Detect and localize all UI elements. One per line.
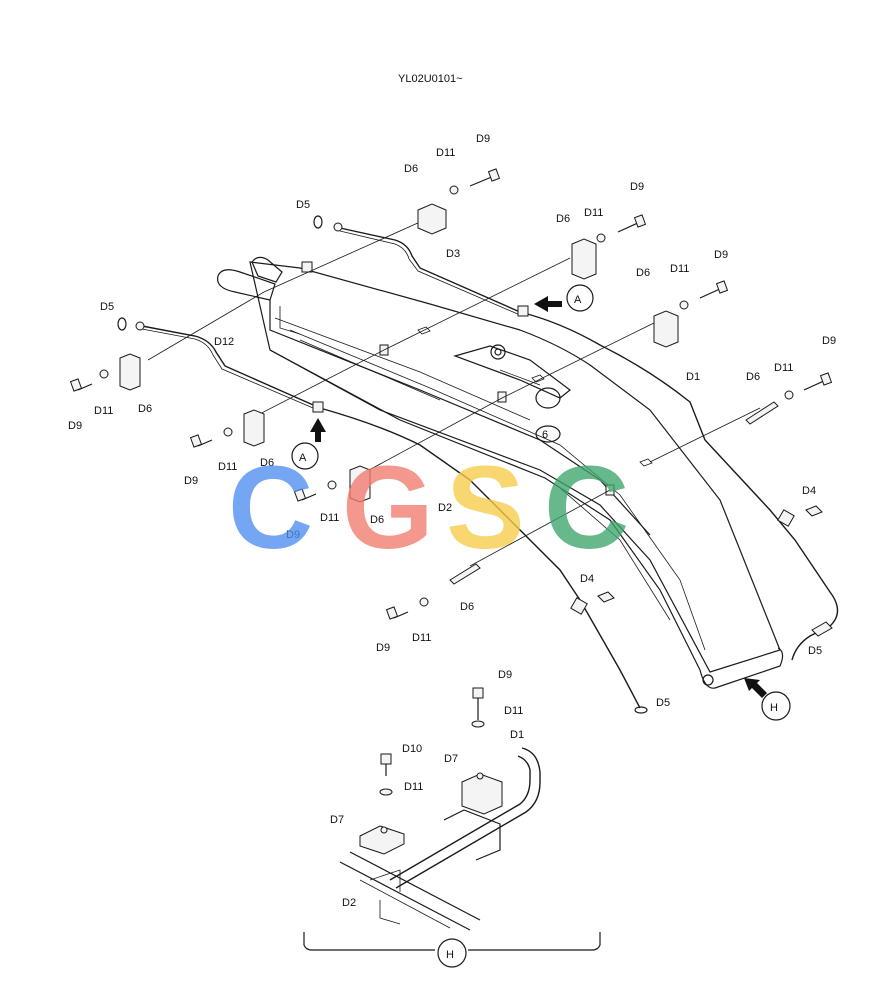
- label-d6-d: D6: [746, 371, 760, 383]
- leader-lines: [147, 221, 761, 567]
- label-d6-c: D6: [636, 267, 650, 279]
- view-a-upper-arrow: A: [534, 284, 594, 312]
- label-d9-f: D9: [184, 475, 198, 487]
- label-d9-g: D9: [286, 529, 300, 541]
- callout-h-main: H: [770, 702, 778, 714]
- label-d2-detail: D2: [342, 897, 356, 909]
- view-a-lower-arrow: A: [291, 418, 326, 470]
- label-d6-e: D6: [138, 403, 152, 415]
- watermark-letter-g: G: [342, 442, 434, 574]
- label-d9-h: D9: [376, 642, 390, 654]
- label-d9-c: D9: [714, 249, 728, 261]
- label-d11-b: D11: [584, 207, 603, 219]
- label-d11-e: D11: [94, 405, 113, 417]
- label-d9-i: D9: [498, 669, 512, 681]
- part-labels: D1 D1 D2 D2 D3 D4 D4 D5 D5 D5 D5 D6 D6 D…: [68, 133, 836, 909]
- label-d5-d: D5: [656, 697, 670, 709]
- view-h-arrow: H: [744, 678, 791, 721]
- label-d11-d: D11: [774, 362, 793, 374]
- label-d9-b: D9: [630, 181, 644, 193]
- label-d6-a: D6: [404, 163, 418, 175]
- label-d11-c: D11: [670, 263, 689, 275]
- pipe-d1-end: [791, 621, 833, 661]
- label-d6-f: D6: [260, 457, 274, 469]
- callout-a-upper: A: [574, 294, 582, 306]
- label-d1-detail: D1: [510, 729, 524, 741]
- label-d9-a: D9: [476, 133, 490, 145]
- callout-h-detail: H: [446, 949, 454, 961]
- label-d9-d: D9: [822, 335, 836, 347]
- label-d6-g: D6: [370, 514, 384, 526]
- watermark-letter-c1: C: [228, 442, 313, 574]
- bolts-and-washers: [69, 168, 833, 620]
- label-d5-a: D5: [296, 199, 310, 211]
- pipe-d3: [333, 222, 839, 627]
- label-d12: D12: [214, 336, 234, 348]
- detail-view-h: H: [303, 687, 601, 968]
- label-d7-b: D7: [330, 814, 344, 826]
- boom-structure: 6: [217, 256, 784, 689]
- label-d7-a: D7: [444, 753, 458, 765]
- watermark-cgsc: C G S C: [228, 442, 629, 574]
- label-d10: D10: [402, 743, 422, 755]
- label-d2-main: D2: [438, 502, 452, 514]
- watermark-letter-c2: C: [544, 442, 629, 574]
- label-d11-f: D11: [218, 461, 237, 473]
- callout-a-lower: A: [299, 452, 307, 464]
- label-d11-g: D11: [320, 512, 339, 524]
- serial-number: YL02U0101~: [398, 73, 463, 85]
- label-d6-b: D6: [556, 213, 570, 225]
- label-d1-main: D1: [686, 371, 700, 383]
- clamp-parts: [119, 203, 779, 585]
- label-d5-c: D5: [808, 645, 822, 657]
- label-d6-h: D6: [460, 601, 474, 613]
- label-d3: D3: [446, 248, 460, 260]
- label-d11-a: D11: [436, 147, 455, 159]
- pipe-d12: [135, 321, 648, 714]
- watermark-letter-s: S: [446, 442, 525, 574]
- label-d9-e: D9: [68, 420, 82, 432]
- svg-text:6: 6: [542, 429, 548, 441]
- label-d4-a: D4: [802, 485, 816, 497]
- label-d11-h: D11: [412, 632, 431, 644]
- label-d5-b: D5: [100, 301, 114, 313]
- label-d11-i: D11: [504, 705, 523, 717]
- label-d4-b: D4: [580, 573, 594, 585]
- label-d11-j: D11: [404, 781, 423, 793]
